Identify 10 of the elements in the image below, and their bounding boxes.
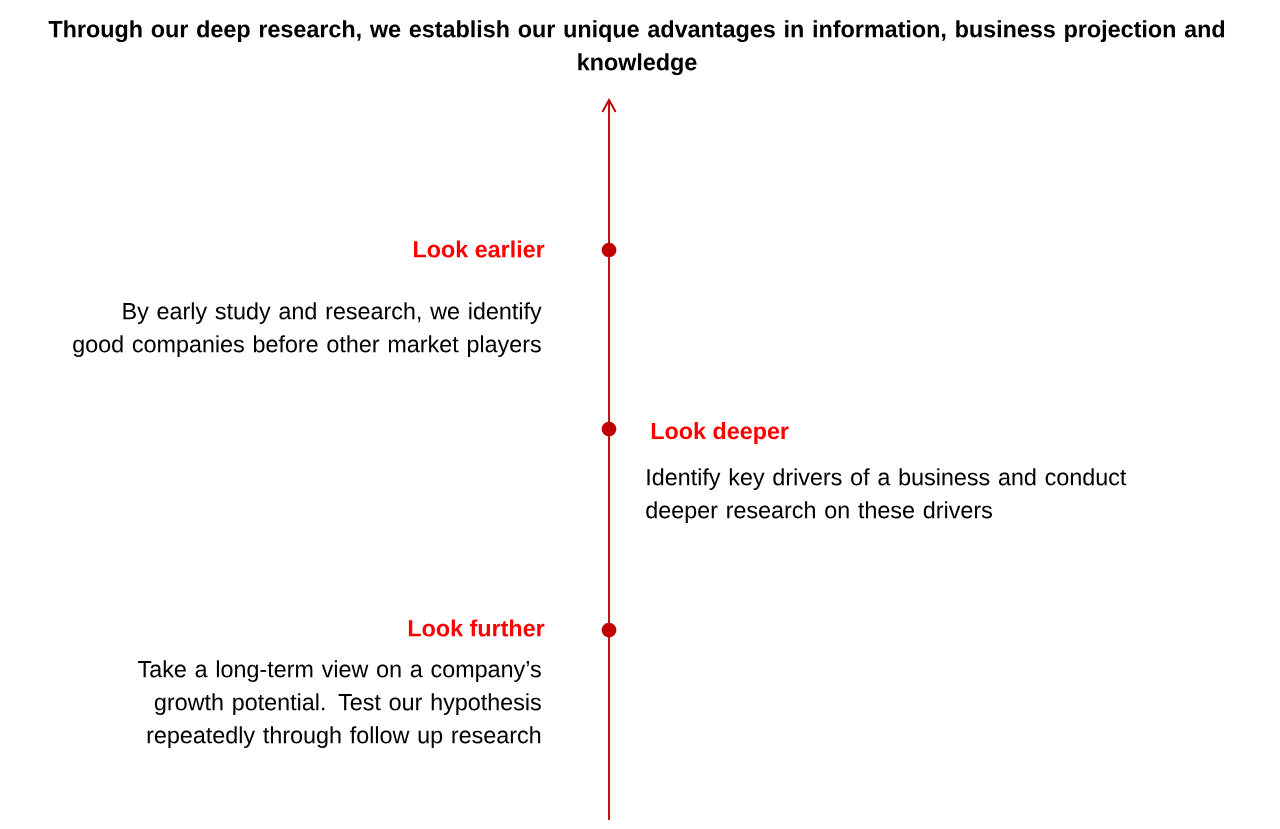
step-description: Take a long-term view on a company’s growth potential. Test our hypothesis repeatedly through follow up research: [138, 660, 541, 749]
step-heading: Look further: [408, 619, 545, 637]
timeline-dot: [601, 421, 617, 437]
step-heading: Look deeper: [651, 422, 789, 444]
title: Through our deep research, we establish our unique advantages in information, business projection and knowledge: [48, 20, 1225, 76]
timeline-dot: [601, 242, 617, 258]
step-description: Identify key drivers of a business and conduct deeper research on these drivers: [646, 468, 1127, 524]
timeline-dot: [601, 622, 617, 638]
step-heading: Look earlier: [414, 240, 545, 258]
step-description: By early study and research, we identify good companies before other market players: [73, 302, 542, 358]
